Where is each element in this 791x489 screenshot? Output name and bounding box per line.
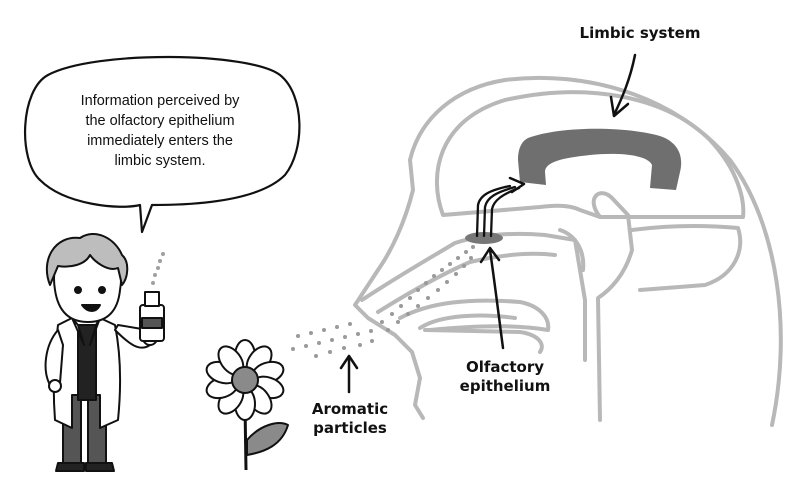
- aromatic-particle-dot: [369, 329, 373, 333]
- aromatic-particle-dot: [440, 268, 444, 272]
- aromatic-particle-dot: [342, 346, 346, 350]
- aromatic-particle-dot: [462, 264, 466, 268]
- aromatic-particle-dot: [291, 347, 295, 351]
- bubble-line-4: limbic system.: [114, 153, 205, 169]
- nerve-arrowhead: [508, 176, 526, 194]
- aromatic-particle-dot: [322, 328, 326, 332]
- aromatic-particle-dot: [424, 281, 428, 285]
- bubble-line-3: immediately enters the: [87, 133, 233, 149]
- aromatic-particle-dot: [296, 334, 300, 338]
- aromatic-particle-dot: [335, 325, 339, 329]
- aromatic-particle-dot: [432, 274, 436, 278]
- speech-bubble: Information perceived by the olfactory e…: [24, 55, 301, 234]
- aromatic-particle-dot: [304, 344, 308, 348]
- aromatic-particle-dot: [380, 320, 384, 324]
- aromatic-particle-dot: [356, 332, 360, 336]
- aromatic-particle-dot: [343, 335, 347, 339]
- aromatic-particle-dot: [471, 245, 475, 249]
- aromatic-particle-dot: [348, 322, 352, 326]
- aromatic-particle-dot: [396, 320, 400, 324]
- aromatic-particle-dot: [399, 304, 403, 308]
- scientist-character: [44, 233, 165, 472]
- aromatic-particle-dot: [456, 256, 460, 260]
- aromatic-particle-dot: [328, 350, 332, 354]
- label-olfactory-line-1: Olfactory: [466, 358, 544, 376]
- aromatic-particle-dot: [390, 312, 394, 316]
- aromatic-particle-dot: [416, 304, 420, 308]
- aromatic-particle-dot: [464, 250, 468, 254]
- bottle-scent-dots: [151, 252, 165, 285]
- aromatic-particle-dot: [445, 280, 449, 284]
- aromatic-particle-dot: [416, 288, 420, 292]
- label-olfactory-line-2: epithelium: [460, 377, 551, 395]
- bubble-line-1: Information perceived by: [81, 93, 241, 109]
- label-arrows: [339, 53, 637, 394]
- aromatic-particle-dot: [309, 331, 313, 335]
- label-aromatic-line-2: particles: [313, 419, 387, 437]
- olfactory-epithelium-patch: [465, 232, 503, 244]
- head-cross-section: [353, 75, 783, 427]
- limbic-system-shape: [518, 128, 682, 190]
- aromatic-particle-dot: [448, 262, 452, 266]
- aromatic-particles-dots: [291, 245, 475, 358]
- aromatic-particle-dot: [386, 328, 390, 332]
- aromatic-particle-dot: [358, 343, 362, 347]
- aromatic-particle-dot: [436, 288, 440, 292]
- label-aromatic-line-1: Aromatic: [312, 400, 388, 418]
- aromatic-particle-dot: [330, 338, 334, 342]
- aromatic-particle-dot: [406, 312, 410, 316]
- flower: [205, 339, 289, 471]
- label-limbic-system: Limbic system: [580, 24, 701, 42]
- aromatic-particle-dot: [454, 272, 458, 276]
- aromatic-particle-dot: [370, 339, 374, 343]
- aromatic-particle-dot: [469, 256, 473, 260]
- bubble-line-2: the olfactory epithelium: [85, 113, 234, 129]
- aromatic-particle-dot: [317, 341, 321, 345]
- aromatic-particle-dot: [408, 296, 412, 300]
- aromatic-particle-dot: [426, 296, 430, 300]
- aromatic-particle-dot: [314, 354, 318, 358]
